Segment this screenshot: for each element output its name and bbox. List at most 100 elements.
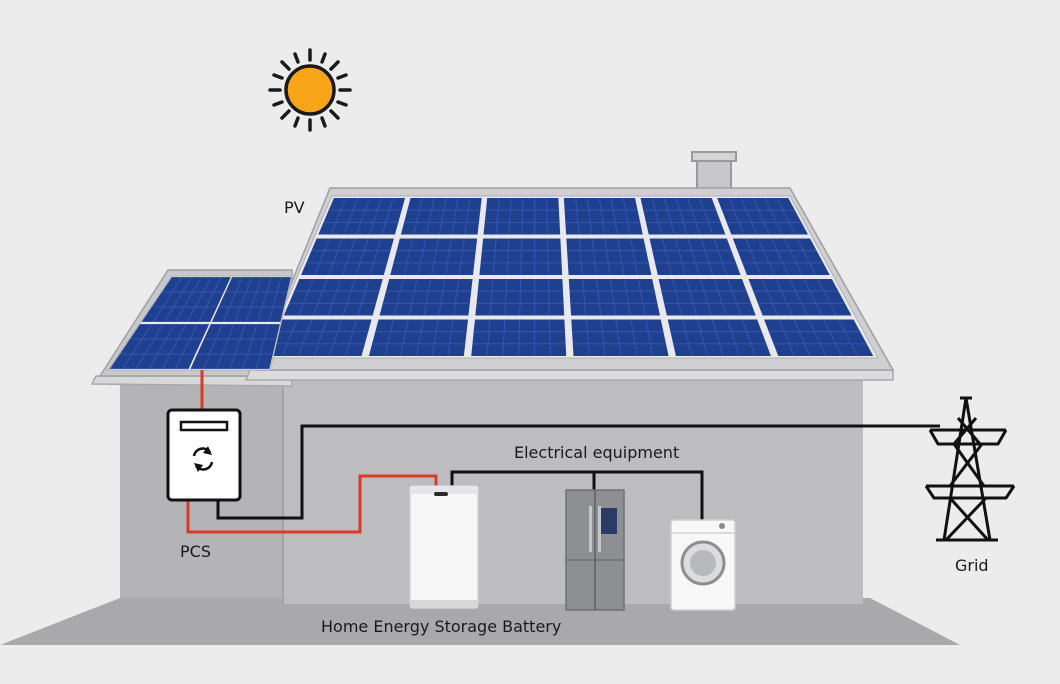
pv-array-main xyxy=(261,195,879,359)
solar-panel xyxy=(649,238,741,276)
panel-cell-line xyxy=(312,278,328,316)
panel-cell-line xyxy=(174,323,199,370)
panel-cell-line xyxy=(761,278,778,316)
panel-cell-line xyxy=(699,197,714,235)
panel-cell-line xyxy=(728,197,745,235)
panel-cell-line xyxy=(313,319,328,357)
panel-cell-line xyxy=(245,276,263,323)
solar-panel xyxy=(568,278,660,316)
panel-cell-line xyxy=(545,197,548,235)
panel-cell-line xyxy=(431,319,439,357)
panel-cell-line xyxy=(384,319,394,357)
panel-cell-line xyxy=(672,278,683,316)
panel-cell-line xyxy=(453,278,460,316)
panel-cell-line xyxy=(393,278,404,316)
panel-cell-line xyxy=(328,238,343,276)
solar-panel xyxy=(266,319,372,357)
panel-cell-line xyxy=(604,238,611,276)
panel-cell-line xyxy=(700,238,714,276)
panel-cell-line xyxy=(369,238,382,276)
panel-cell-line xyxy=(502,319,506,357)
panel-cell-line xyxy=(148,323,176,370)
ac-wiring xyxy=(216,424,940,522)
panel-cell-line xyxy=(492,238,497,276)
panel-cell-line xyxy=(175,276,202,323)
panel-cell-line xyxy=(216,323,235,370)
panel-cell-line xyxy=(682,319,693,357)
panel-cell-line xyxy=(357,278,370,316)
panel-cell-line xyxy=(343,197,359,235)
panel-cell-line xyxy=(281,319,298,357)
panel-cell-line xyxy=(817,278,838,316)
panel-cell-line xyxy=(770,238,789,276)
panel-cell-line xyxy=(789,278,808,316)
transmission-tower-icon xyxy=(924,396,1016,542)
pcs-label: PCS xyxy=(180,542,211,561)
panel-cell-line xyxy=(519,278,522,316)
panel-cell-line xyxy=(152,276,183,323)
panel-cell-line xyxy=(775,197,796,235)
panel-cell-line xyxy=(622,197,631,235)
panel-cell-line xyxy=(600,319,606,357)
panel-cell-line xyxy=(651,197,662,235)
panel-cell-line xyxy=(257,276,272,323)
panel-cell-line xyxy=(623,278,631,316)
panel-cell-line xyxy=(368,197,382,235)
panel-cell-line xyxy=(521,197,524,235)
panel-cell-line xyxy=(222,276,243,323)
panel-cell-line xyxy=(438,278,446,316)
panel-cell-line xyxy=(242,323,258,370)
electrical-equipment-label: Electrical equipment xyxy=(514,443,680,462)
panel-cell-line xyxy=(381,197,394,235)
panel-cell-line xyxy=(417,238,427,276)
panel-cell-line xyxy=(400,319,409,357)
solar-panel xyxy=(400,197,482,235)
panel-cell-line xyxy=(164,276,192,323)
panel-cell-line xyxy=(713,238,728,276)
panel-cell-line xyxy=(610,278,617,316)
panel-cell-line xyxy=(408,278,418,316)
chimney xyxy=(696,159,732,193)
panel-cell-line xyxy=(451,197,459,235)
panel-cell-line xyxy=(203,323,223,370)
panel-cell-line xyxy=(803,278,823,316)
solar-panel xyxy=(283,278,383,316)
panel-cell-line xyxy=(508,197,512,235)
panel-cell-line xyxy=(298,278,314,316)
solar-panel xyxy=(109,324,210,369)
panel-cell-line xyxy=(458,238,465,276)
panel-cell-line xyxy=(745,238,762,276)
panel-cell-line xyxy=(775,278,793,316)
panel-cell-line xyxy=(711,319,724,357)
solar-panel xyxy=(379,278,473,316)
panel-cell-line xyxy=(345,319,358,357)
panel-cell-line xyxy=(823,319,843,357)
panel-cell-line xyxy=(431,238,440,276)
panel-cell-line xyxy=(330,197,347,235)
panel-cell-line xyxy=(495,197,500,235)
panel-cell-line xyxy=(741,319,756,357)
panel-cell-line xyxy=(268,276,282,323)
panel-cell-line xyxy=(713,278,727,316)
panel-cell-line xyxy=(520,238,523,276)
panel-cell-line xyxy=(342,278,356,316)
panel-cell-line xyxy=(727,278,742,316)
grid-label: Grid xyxy=(955,556,989,575)
panel-cell-line xyxy=(234,276,253,323)
solar-panel xyxy=(640,197,726,235)
panel-cell-line xyxy=(674,238,686,276)
solar-panel xyxy=(190,324,280,369)
panel-cell-line xyxy=(425,197,435,235)
panel-cell-line xyxy=(415,319,424,357)
panel-cell-line xyxy=(518,319,521,357)
panel-cell-line xyxy=(447,319,454,357)
solar-panel xyxy=(141,277,231,322)
panel-cell-line xyxy=(687,197,701,235)
panel-cell-line xyxy=(598,197,605,235)
panel-cell-line xyxy=(610,197,618,235)
solar-panel xyxy=(390,238,478,276)
panel-cell-line xyxy=(740,197,758,235)
panel-cell-line xyxy=(135,323,164,370)
battery-label: Home Energy Storage Battery xyxy=(321,617,562,636)
